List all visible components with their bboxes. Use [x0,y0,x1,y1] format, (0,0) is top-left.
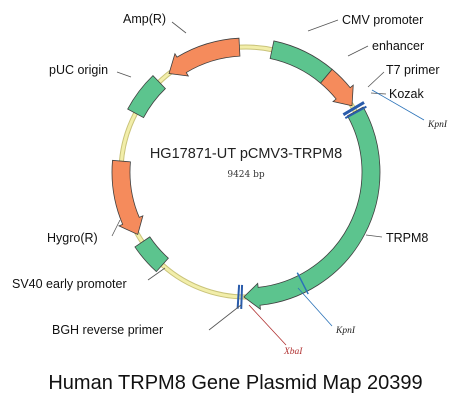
feature-arc-hygro [111,159,144,236]
feature-arc-sv40-early-promoter [134,236,169,273]
label-t7-primer: T7 primer [386,63,439,77]
label-bgh-reverse-primer: BGH reverse primer [52,323,163,337]
feature-arc-puc-origin [127,75,166,119]
leader-bgh [208,304,242,331]
plasmid-name: HG17871-UT pCMV3-TRPM8 [150,146,342,162]
label-xbai: XbaI [283,347,303,357]
feature-arc-enhancer [319,68,354,107]
label-hygro: Hygro(R) [47,231,98,245]
feature-arc-cmv-promoter [269,40,333,84]
label-kpni-top: KpnI [427,120,448,130]
kpni-top-line [371,89,425,121]
leader-hygro [111,219,121,237]
label-enhancer: enhancer [372,39,424,53]
leader-puc [116,71,132,78]
enzyme-lines [248,89,425,346]
marker-tick-t7-primer [342,101,365,116]
marker-tick-bgh-reverse-primer [240,284,244,309]
marker-tick-kpni-bottom-site [296,272,309,295]
plasmid-size: 9424 bp [227,170,265,180]
leader-lines [111,19,387,331]
leader-trpm8 [365,234,383,238]
leader-amp [171,21,187,34]
xbai-line [248,304,287,346]
label-puc-origin: pUC origin [49,63,108,77]
leader-enhancer [347,45,369,57]
figure-caption: Human TRPM8 Gene Plasmid Map 20399 [48,372,423,394]
label-sv40-early-promoter: SV40 early promoter [12,277,127,291]
leader-t7 [367,71,385,88]
marker-layer [236,101,367,309]
label-trpm8: TRPM8 [386,231,428,245]
label-kozak: Kozak [389,87,424,101]
label-kpni-bottom: KpnI [335,326,356,336]
kpni-bottom-line [297,287,333,327]
feature-arc-amp [168,37,241,77]
leader-sv40 [147,267,166,281]
feature-layer [111,37,381,311]
marker-tick-xbai-site [236,284,241,309]
label-cmv-promoter: CMV promoter [342,13,423,27]
label-amp: Amp(R) [123,12,166,26]
marker-tick-kozak [344,105,367,119]
feature-arc-trpm8 [243,106,381,311]
leader-cmv [307,19,339,32]
